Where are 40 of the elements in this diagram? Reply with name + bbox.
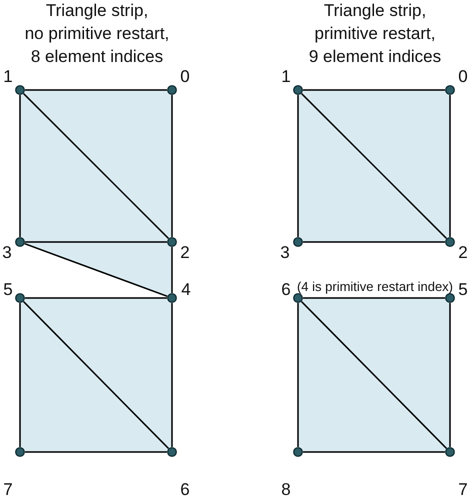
vertex-index: 2 <box>458 244 468 262</box>
edge-line <box>19 95 21 237</box>
panel-title: no primitive restart, <box>24 24 170 44</box>
panel-title: 8 element indices <box>30 47 164 67</box>
vertex-index: 6 <box>180 481 190 498</box>
edge-line <box>303 89 445 91</box>
vertex-index: 4 <box>181 281 191 299</box>
edge-line <box>171 303 173 447</box>
vertex-index: 1 <box>281 68 291 86</box>
vertex-index: 3 <box>280 244 290 262</box>
edge-line <box>171 95 173 237</box>
edge-line <box>303 297 445 299</box>
vertex-index: 7 <box>3 481 13 498</box>
vertex-index: 3 <box>2 244 12 262</box>
edge-line <box>303 241 445 243</box>
vertex-index: 5 <box>3 281 13 299</box>
edge-line <box>25 451 167 453</box>
vertex-index: 6 <box>281 281 291 299</box>
edge-line <box>25 89 167 91</box>
edge-line <box>297 303 299 447</box>
edge-line <box>171 247 173 293</box>
panel-title: Triangle strip, <box>324 1 426 21</box>
vertex-index: 0 <box>180 68 190 86</box>
edge-line <box>449 303 451 447</box>
vertex-index: 2 <box>180 244 190 262</box>
edge-line <box>19 303 21 447</box>
vertex-index: 1 <box>3 68 13 86</box>
vertex-index: 0 <box>458 68 468 86</box>
vertex-index: 7 <box>458 481 468 498</box>
panel-title: primitive restart, <box>314 24 436 44</box>
edge-line <box>449 95 451 237</box>
edge-line <box>25 297 167 299</box>
panel-title: Triangle strip, <box>46 1 148 21</box>
note: (4 is primitive restart index) <box>296 278 454 296</box>
edge-line <box>25 241 167 243</box>
edge-line <box>297 95 299 237</box>
vertex-index: 5 <box>458 281 468 299</box>
vertex-index: 8 <box>281 481 291 498</box>
panel-title: 9 element indices <box>308 47 442 67</box>
edge-line <box>303 451 445 453</box>
